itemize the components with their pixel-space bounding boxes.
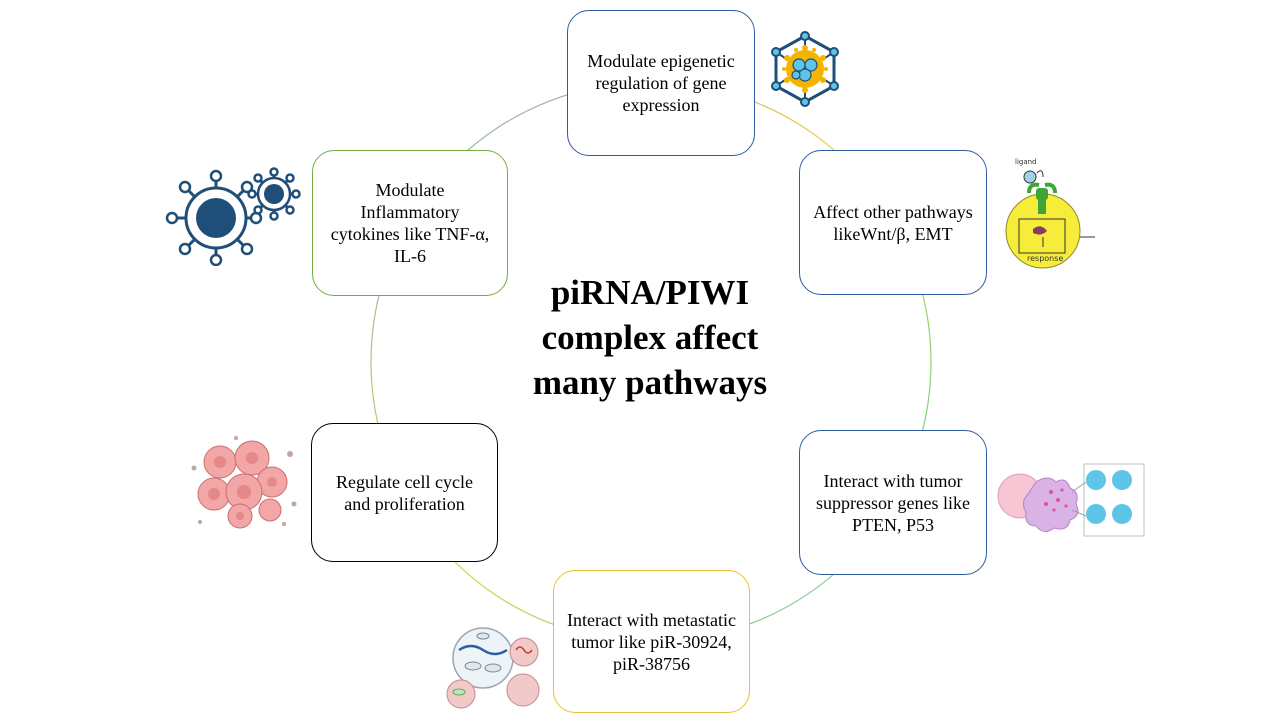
cancer-cells-icon [191, 436, 297, 529]
ligand-label: ligand [1015, 158, 1037, 166]
node-metastatic-text: Interact with metastatic tumor like piR-… [567, 609, 736, 674]
node-other-pathways-text: Affect other pathways likeWnt/β, EMT [813, 201, 973, 244]
node-inflammatory-text: Modulate Inflammatory cytokines like TNF… [330, 180, 490, 266]
node-tumor-suppressor: Interact with tumor suppressor genes lik… [799, 430, 987, 575]
node-epigenetic: Modulate epigenetic regulation of gene e… [567, 10, 755, 156]
node-cell-cycle: Regulate cell cycle and proliferation [311, 423, 498, 562]
cell-organelles-icon [446, 627, 540, 709]
center-title: piRNA/PIWI complex affect many pathways [532, 273, 768, 402]
virus-icon [165, 167, 301, 266]
node-cell-cycle-text: Regulate cell cycle and proliferation [336, 471, 473, 514]
node-epigenetic-text: Modulate epigenetic regulation of gene e… [587, 51, 735, 115]
node-inflammatory: Modulate Inflammatory cytokines like TNF… [312, 150, 508, 296]
receptor-signaling-icon: ligand response [1005, 158, 1095, 269]
nanoparticle-icon [771, 31, 839, 107]
node-other-pathways: Affect other pathways likeWnt/β, EMT [799, 150, 987, 295]
node-metastatic: Interact with metastatic tumor like piR-… [553, 570, 750, 713]
immune-cell-interaction-icon [997, 463, 1145, 537]
response-label: response [1027, 254, 1063, 263]
node-tumor-suppressor-text: Interact with tumor suppressor genes lik… [816, 470, 970, 535]
